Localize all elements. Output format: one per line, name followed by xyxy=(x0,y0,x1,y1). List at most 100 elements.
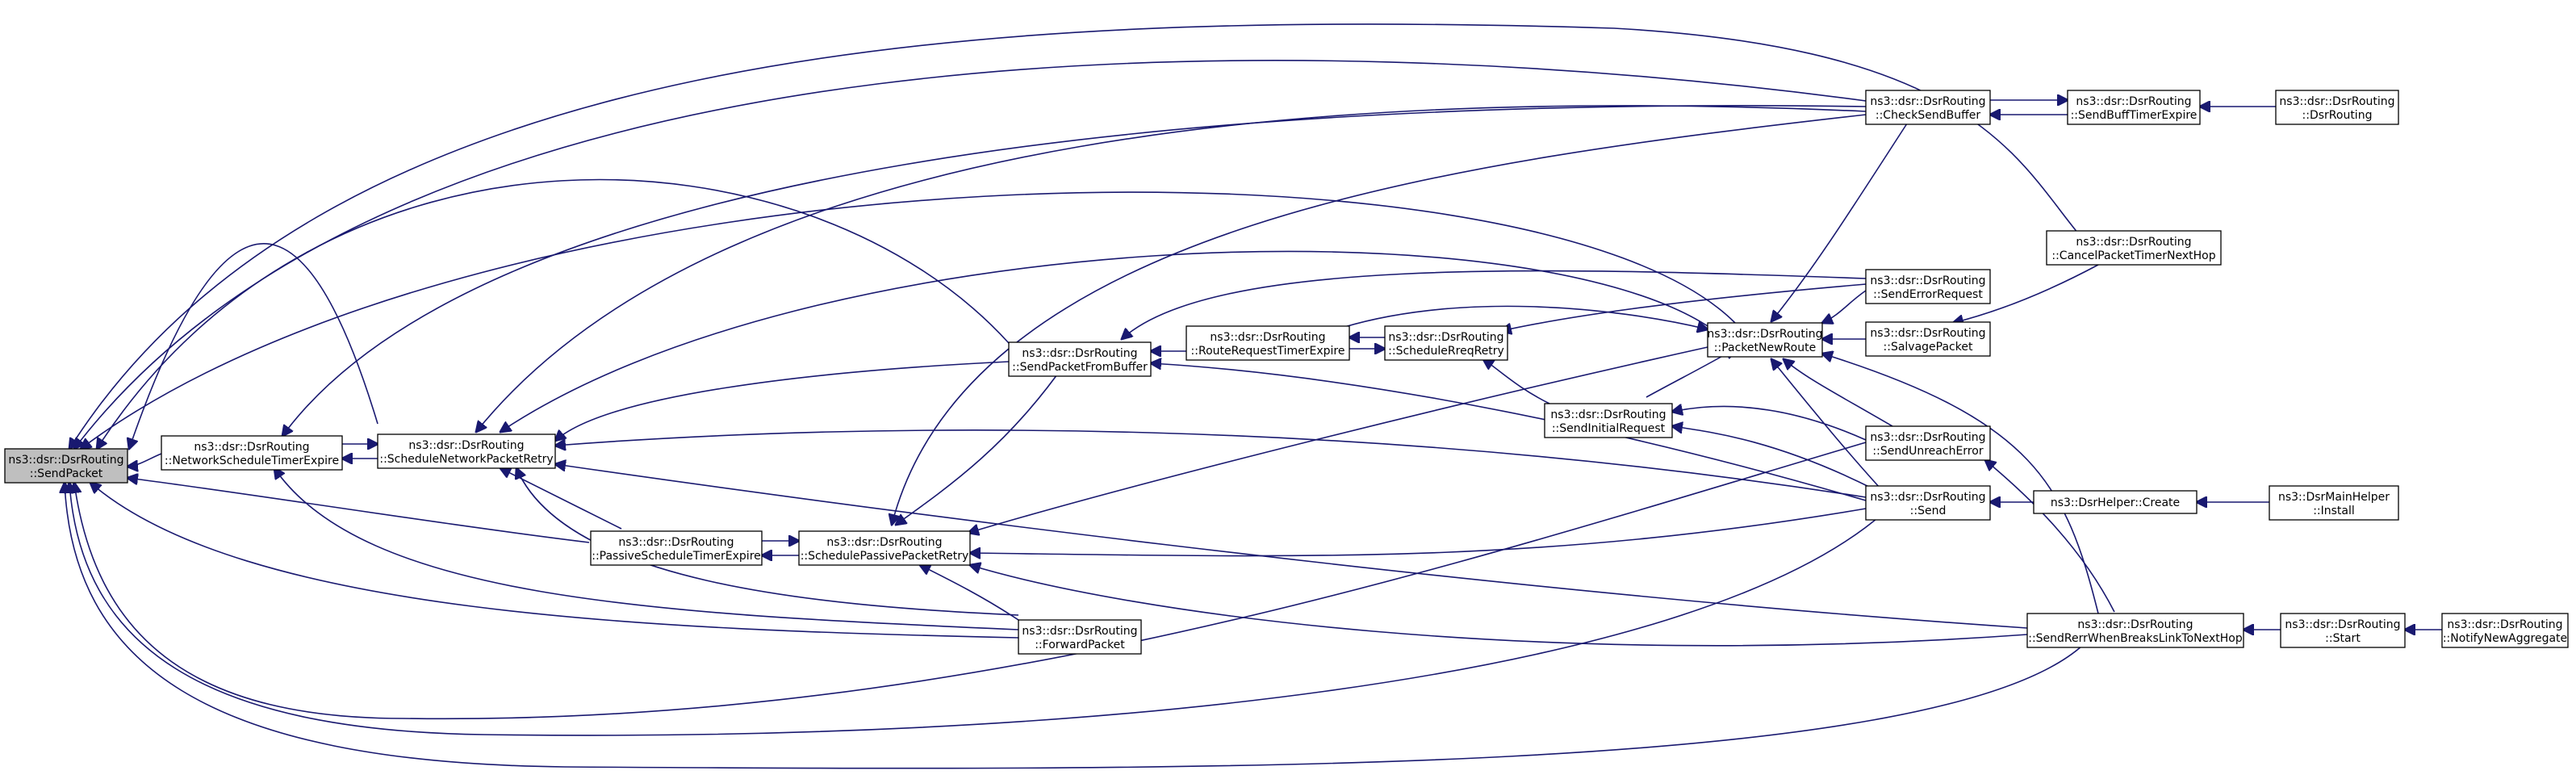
edge-checksendbuffer-to-packetnewroute xyxy=(1771,120,1909,321)
node-sendpacketfrombuffer-line-1: ns3::dsr::DsrRouting xyxy=(1022,347,1137,360)
node-salvagepacket-line-1: ns3::dsr::DsrRouting xyxy=(1870,327,1985,340)
edge-sendunreacherror-to-sendinitialrequest xyxy=(1672,406,1867,441)
node-sendpacket-line-1: ns3::dsr::DsrRouting xyxy=(8,454,123,467)
node-cancelpackettimernexthop[interactable]: ns3::dsr::DsrRouting ::CancelPacketTimer… xyxy=(2046,230,2222,266)
node-dsrroutingctor[interactable]: ns3::dsr::DsrRouting ::DsrRouting xyxy=(2275,90,2399,125)
edge-forwardpacket-to-schedulenetworkpacketretry xyxy=(516,468,1019,616)
node-notifynewaggregate-line-2: ::NotifyNewAggregate xyxy=(2443,632,2567,645)
edge-packetnewroute-to-sendpacket xyxy=(81,191,1736,449)
node-start[interactable]: ns3::dsr::DsrRouting ::Start xyxy=(2280,613,2406,648)
node-sendinitialrequest[interactable]: ns3::dsr::DsrRouting ::SendInitialReques… xyxy=(1544,403,1673,438)
node-senderrorrequest-line-2: ::SendErrorRequest xyxy=(1873,288,1983,301)
node-checksendbuffer[interactable]: ns3::dsr::DsrRouting ::CheckSendBuffer xyxy=(1865,90,1991,125)
nodes: ns3::dsr::DsrRouting ::SendPacket ns3::d… xyxy=(4,90,2569,655)
edge-senderrorrequest-to-packetnewroute xyxy=(1822,290,1867,323)
edge-passivescheduletimerexpire-to-sendpacket xyxy=(128,478,590,543)
edge-send-to-sendinitialrequest xyxy=(1672,426,1873,489)
edge-sendunreacherror-to-sendpacket xyxy=(74,442,1867,720)
node-sendbufftimerexpire-line-2: ::SendBuffTimerExpire xyxy=(2071,109,2198,122)
node-routerequesttimerexpire-line-2: ::RouteRequestTimerExpire xyxy=(1191,345,1345,358)
node-routerequesttimerexpire-line-1: ns3::dsr::DsrRouting xyxy=(1210,331,1325,344)
node-salvagepacket[interactable]: ns3::dsr::DsrRouting ::SalvagePacket xyxy=(1865,321,1991,357)
node-notifynewaggregate[interactable]: ns3::dsr::DsrRouting ::NotifyNewAggregat… xyxy=(2441,613,2569,648)
node-checksendbuffer-line-2: ::CheckSendBuffer xyxy=(1876,109,1980,122)
node-schedulereqretry[interactable]: ns3::dsr::DsrRouting ::ScheduleRreqRetry xyxy=(1384,325,1508,361)
edge-packetnewroute-to-schedulenetworkpacketretry xyxy=(500,250,1716,432)
node-sendrerrwhenbreakslinktonexthop[interactable]: ns3::dsr::DsrRouting ::SendRerrWhenBreak… xyxy=(2026,613,2244,648)
edge-send-to-packetnewroute xyxy=(1771,359,1881,489)
edge-senderrorrequest-to-sendpacketfrombuffer xyxy=(1122,270,1867,339)
node-dsrhelpercreate[interactable]: ns3::DsrHelper::Create xyxy=(2033,490,2198,514)
node-networkscheduletimerexpire-line-1: ns3::dsr::DsrRouting xyxy=(194,441,309,454)
node-schedulereqretry-line-1: ns3::dsr::DsrRouting xyxy=(1388,331,1503,344)
node-sendpacketfrombuffer-line-2: ::SendPacketFromBuffer xyxy=(1012,361,1148,374)
node-senderrorrequest[interactable]: ns3::dsr::DsrRouting ::SendErrorRequest xyxy=(1865,269,1991,304)
node-forwardpacket-line-2: ::ForwardPacket xyxy=(1035,639,1125,651)
node-sendinitialrequest-line-2: ::SendInitialRequest xyxy=(1552,422,1666,435)
node-sendunreacherror-line-1: ns3::dsr::DsrRouting xyxy=(1870,431,1985,444)
node-routerequesttimerexpire[interactable]: ns3::dsr::DsrRouting ::RouteRequestTimer… xyxy=(1186,325,1350,361)
node-networkscheduletimerexpire[interactable]: ns3::dsr::DsrRouting ::NetworkScheduleTi… xyxy=(161,435,343,471)
node-dsrroutingctor-line-1: ns3::dsr::DsrRouting xyxy=(2279,95,2394,108)
node-dsrmainhelperinstall-line-1: ns3::DsrMainHelper xyxy=(2278,491,2390,504)
node-passivescheduletimerexpire-line-2: ::PassiveScheduleTimerExpire xyxy=(592,550,761,563)
edge-send-to-sendpacketfrombuffer xyxy=(1151,363,1867,501)
node-cancelpackettimernexthop-line-2: ::CancelPacketTimerNextHop xyxy=(2051,249,2215,262)
edge-passivescheduletimerexpire-to-schedulenetworkpacketretry xyxy=(500,468,622,530)
node-dsrhelpercreate-line-1: ns3::DsrHelper::Create xyxy=(2051,496,2180,509)
node-packetnewroute-line-1: ns3::dsr::DsrRouting xyxy=(1707,328,1822,341)
edge-routerequesttimerexpire-to-packetnewroute xyxy=(1331,305,1708,331)
node-sendinitialrequest-line-1: ns3::dsr::DsrRouting xyxy=(1550,408,1666,421)
node-salvagepacket-line-2: ::SalvagePacket xyxy=(1884,341,1973,354)
node-schedulenetworkpacketretry-line-1: ns3::dsr::DsrRouting xyxy=(408,439,524,452)
node-sendbufftimerexpire[interactable]: ns3::dsr::DsrRouting ::SendBuffTimerExpi… xyxy=(2067,90,2201,125)
edge-checksendbuffer-to-networkscheduletimerexpire xyxy=(282,105,1867,436)
edge-checksendbuffer-to-sendpacket xyxy=(74,60,1867,449)
edge-forwardpacket-to-schedulepassivepacketretry xyxy=(920,565,1022,622)
node-forwardpacket[interactable]: ns3::dsr::DsrRouting ::ForwardPacket xyxy=(1018,619,1142,655)
edge-sendunreacherror-to-packetnewroute xyxy=(1784,359,1893,427)
edge-sendrerrwhenbreakslinktonexthop-to-sendunreacherror xyxy=(1985,460,2115,613)
node-sendpacket[interactable]: ns3::dsr::DsrRouting ::SendPacket xyxy=(4,448,128,484)
node-packetnewroute[interactable]: ns3::dsr::DsrRouting ::PacketNewRoute xyxy=(1707,322,1823,358)
node-passivescheduletimerexpire[interactable]: ns3::dsr::DsrRouting ::PassiveScheduleTi… xyxy=(590,530,763,566)
edge-sendrerrwhenbreakslinktonexthop-to-schedulepassivepacketretry xyxy=(970,565,2028,647)
node-schedulenetworkpacketretry-line-2: ::ScheduleNetworkPacketRetry xyxy=(379,453,553,466)
edge-sendrerrwhenbreakslinktonexthop-to-schedulenetworkpacketretry xyxy=(555,464,2028,629)
edge-checksendbuffer-to-schedulepassivepacketretry xyxy=(892,114,1867,525)
node-schedulenetworkpacketretry[interactable]: ns3::dsr::DsrRouting ::ScheduleNetworkPa… xyxy=(377,433,556,469)
node-send[interactable]: ns3::dsr::DsrRouting ::Send xyxy=(1865,485,1991,521)
node-cancelpackettimernexthop-line-1: ns3::dsr::DsrRouting xyxy=(2076,236,2191,249)
edge-sendrerrwhenbreakslinktonexthop-to-sendpacket xyxy=(65,483,2083,769)
node-schedulepassivepacketretry-line-1: ns3::dsr::DsrRouting xyxy=(826,536,942,549)
edge-sendpacketfrombuffer-to-sendpacket xyxy=(97,178,1010,449)
node-sendunreacherror-line-2: ::SendUnreachError xyxy=(1872,445,1983,458)
node-send-line-2: ::Send xyxy=(1910,505,1947,517)
edges xyxy=(65,23,2442,769)
node-sendbufftimerexpire-line-1: ns3::dsr::DsrRouting xyxy=(2076,95,2191,108)
node-sendrerrwhenbreakslinktonexthop-line-1: ns3::dsr::DsrRouting xyxy=(2077,618,2193,631)
node-networkscheduletimerexpire-line-2: ::NetworkScheduleTimerExpire xyxy=(165,454,339,467)
node-packetnewroute-line-2: ::PacketNewRoute xyxy=(1714,341,1816,354)
node-senderrorrequest-line-1: ns3::dsr::DsrRouting xyxy=(1870,274,1985,287)
node-start-line-1: ns3::dsr::DsrRouting xyxy=(2285,618,2400,631)
edge-networkscheduletimerexpire-to-sendpacket xyxy=(128,453,162,467)
edge-senderrorrequest-to-schedulereqretry xyxy=(1501,283,1867,331)
node-schedulepassivepacketretry[interactable]: ns3::dsr::DsrRouting ::SchedulePassivePa… xyxy=(798,530,971,566)
node-checksendbuffer-line-1: ns3::dsr::DsrRouting xyxy=(1870,95,1985,108)
edge-send-to-sendpacket xyxy=(69,483,1889,736)
node-dsrmainhelperinstall[interactable]: ns3::DsrMainHelper ::Install xyxy=(2269,485,2399,521)
node-sendrerrwhenbreakslinktonexthop-line-2: ::SendRerrWhenBreaksLinkToNextHop xyxy=(2028,632,2243,645)
node-sendunreacherror[interactable]: ns3::dsr::DsrRouting ::SendUnreachError xyxy=(1865,425,1991,461)
edge-checksendbuffer-to-schedulenetworkpacketretry xyxy=(476,105,1867,432)
edge-sendpacketfrombuffer-to-schedulepassivepacketretry xyxy=(896,362,1066,525)
node-send-line-1: ns3::dsr::DsrRouting xyxy=(1870,491,1985,504)
node-sendpacket-line-2: ::SendPacket xyxy=(30,467,103,480)
edge-sendinitialrequest-to-schedulereqretry xyxy=(1483,359,1550,404)
node-schedulepassivepacketretry-line-2: ::SchedulePassivePacketRetry xyxy=(801,550,969,563)
node-notifynewaggregate-line-1: ns3::dsr::DsrRouting xyxy=(2447,618,2562,631)
edge-forwardpacket-to-sendpacket xyxy=(90,483,1019,639)
node-sendpacketfrombuffer[interactable]: ns3::dsr::DsrRouting ::SendPacketFromBuf… xyxy=(1008,341,1152,377)
edge-packetnewroute-to-schedulepassivepacketretry xyxy=(968,345,1716,533)
